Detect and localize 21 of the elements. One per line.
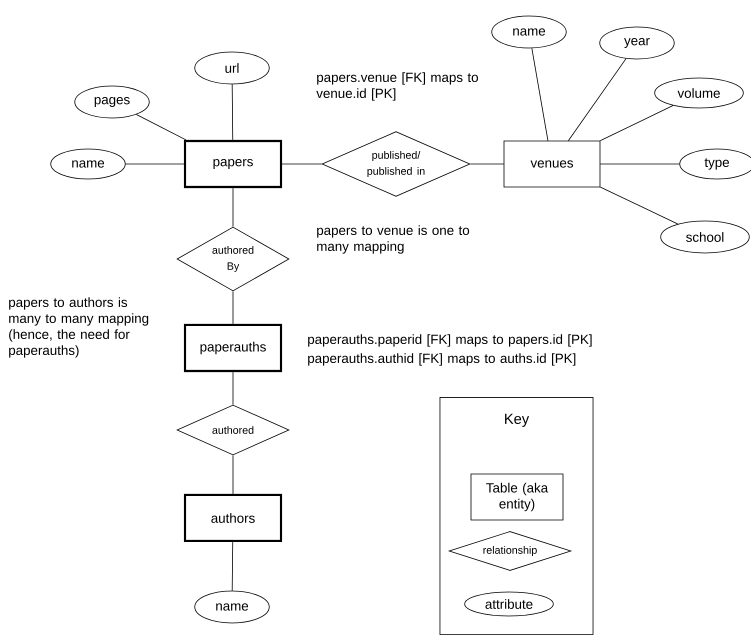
connector-line — [136, 114, 186, 140]
note-text: paperauths.authid [FK] maps to auths.id [PK] — [308, 353, 576, 366]
entity-box: venues — [504, 140, 600, 188]
note-text: paperauths.paperid [FK] maps to papers.id [PK] — [308, 334, 592, 347]
connector-line — [600, 186, 678, 224]
connector-line — [232, 84, 234, 140]
connector-line — [531, 48, 548, 141]
note-text: papers to venue is one to many mapping — [317, 225, 470, 254]
connector-line — [232, 291, 234, 324]
connector-line — [232, 455, 234, 494]
note-text: papers.venue [FK] maps to venue.id [PK] — [316, 72, 478, 101]
connector-line — [600, 105, 674, 142]
entity-box: papers — [184, 140, 282, 188]
entity-box: authors — [184, 494, 282, 542]
connector-line — [232, 372, 234, 405]
connector-line — [568, 58, 626, 141]
entity-box: paperauths — [184, 324, 282, 372]
connector-line — [232, 188, 234, 227]
note-text: papers to authors is many to many mapping (hence, the need for paperauths) — [9, 297, 148, 358]
entity-box: Table (aka entity) — [470, 474, 564, 520]
connector-line — [232, 542, 234, 591]
